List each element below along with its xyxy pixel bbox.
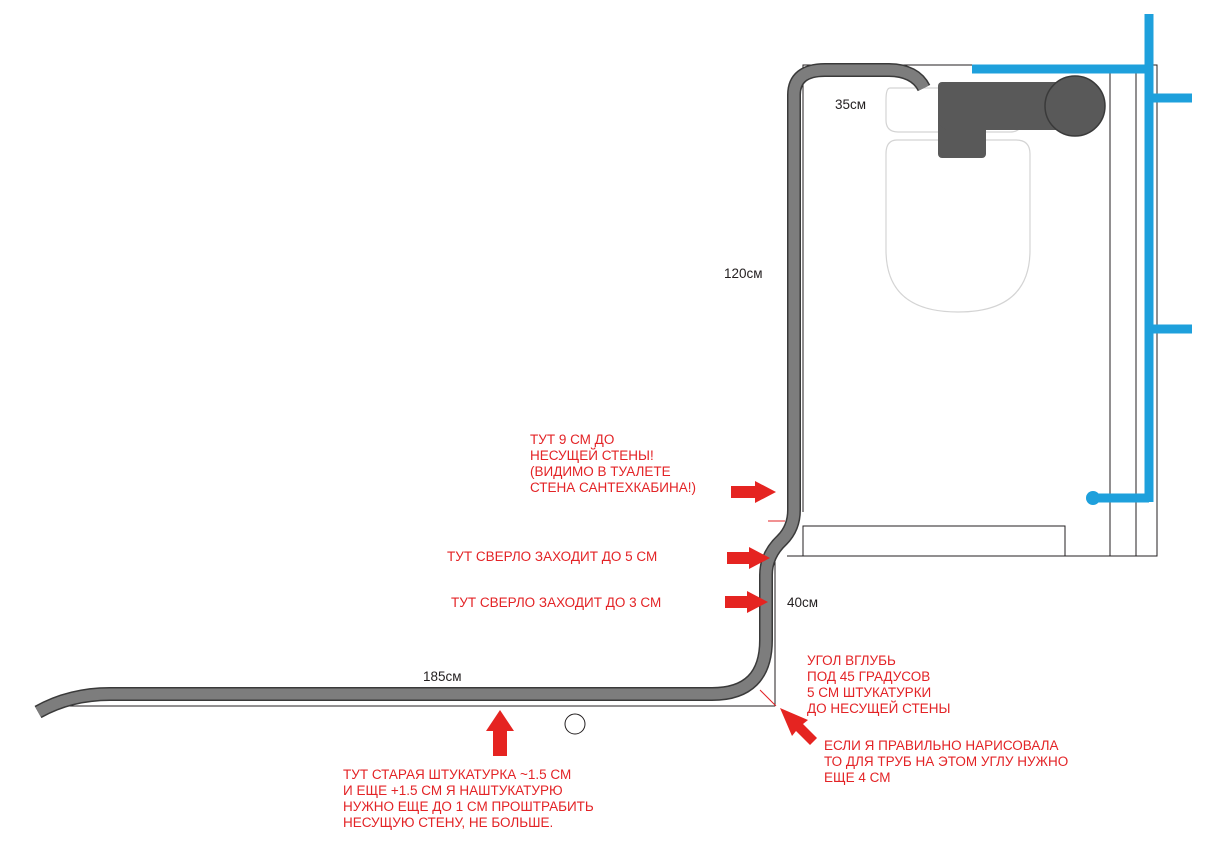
note-line: ТУТ СТАРАЯ ШТУКАТУРКА ~1.5 СМ: [343, 767, 572, 782]
drain-elbow-horizontal: [938, 82, 1074, 130]
drain-fixture-icon: [938, 75, 1106, 158]
note-line: ТУТ СВЕРЛО ЗАХОДИТ ДО 3 СМ: [451, 595, 662, 610]
dimension-185cm: 185см: [423, 669, 462, 684]
note-line: (ВИДИМО В ТУАЛЕТЕ: [530, 464, 671, 479]
water-pipes-icon: [972, 14, 1192, 503]
note-line: ЕЩЕ 4 СМ: [824, 770, 891, 785]
annotation-arrows: [486, 481, 817, 756]
note-line: ТО ДЛЯ ТРУБ НА ЭТОМ УГЛУ НУЖНО: [824, 754, 1069, 769]
note-line: НЕСУЩУЮ СТЕНУ, НЕ БОЛЬШЕ.: [343, 815, 554, 830]
note-line: ТУТ СВЕРЛО ЗАХОДИТ ДО 5 СМ: [447, 549, 658, 564]
floor-opening-icon: [564, 713, 586, 735]
note-line: ПОД 45 ГРАДУСОВ: [807, 669, 931, 684]
note-corner-angle: УГОЛ ВГЛУБЬ ПОД 45 ГРАДУСОВ 5 СМ ШТУКАТУ…: [807, 653, 950, 717]
dimension-120cm: 120см: [724, 266, 763, 281]
sewer-pipe-fill: [35, 64, 929, 717]
note-line: И ЕЩЕ +1.5 СМ Я НАШТУКАТУРЮ: [343, 783, 563, 798]
water-valve-icon: [1086, 491, 1100, 505]
dimension-35cm: 35см: [835, 97, 867, 112]
note-line: НУЖНО ЕЩЕ ДО 1 СМ ПРОШТРАБИТЬ: [343, 799, 594, 814]
arrow-drill-3cm: [725, 591, 768, 613]
dimension-40cm: 40см: [787, 595, 819, 610]
note-line: СТЕНА САНТЕХКАБИНА!): [530, 480, 696, 495]
corner-diagonal-marker: [759, 689, 777, 707]
arrow-drill-5cm: [727, 547, 770, 569]
note-line: 5 СМ ШТУКАТУРКИ: [807, 685, 932, 700]
note-corner-pipes: ЕСЛИ Я ПРАВИЛЬНО НАРИСОВАЛА ТО ДЛЯ ТРУБ …: [824, 738, 1068, 786]
drain-pipe-end: [1044, 75, 1106, 137]
note-drill-5cm: ТУТ СВЕРЛО ЗАХОДИТ ДО 5 СМ: [447, 549, 657, 565]
room-walls: [60, 64, 1158, 707]
note-line: ТУТ 9 СМ ДО: [530, 432, 615, 447]
note-line: НЕСУЩЕЙ СТЕНЫ!: [530, 448, 654, 463]
note-line: ЕСЛИ Я ПРАВИЛЬНО НАРИСОВАЛА: [824, 738, 1059, 753]
arrow-load-wall: [731, 481, 776, 503]
toilet-bowl: [885, 139, 1031, 313]
arrow-corner: [780, 708, 817, 745]
note-line: ДО НЕСУЩЕЙ СТЕНЫ: [807, 701, 951, 716]
note-line: УГОЛ ВГЛУБЬ: [807, 653, 896, 668]
note-load-wall: ТУТ 9 СМ ДО НЕСУЩЕЙ СТЕНЫ! (ВИДИМО В ТУА…: [530, 432, 696, 496]
note-old-plaster: ТУТ СТАРАЯ ШТУКАТУРКА ~1.5 СМ И ЕЩЕ +1.5…: [343, 767, 594, 831]
arrow-old-plaster: [486, 710, 514, 756]
bath-ledge: [802, 525, 1066, 557]
note-drill-3cm: ТУТ СВЕРЛО ЗАХОДИТ ДО 3 СМ: [451, 595, 661, 611]
